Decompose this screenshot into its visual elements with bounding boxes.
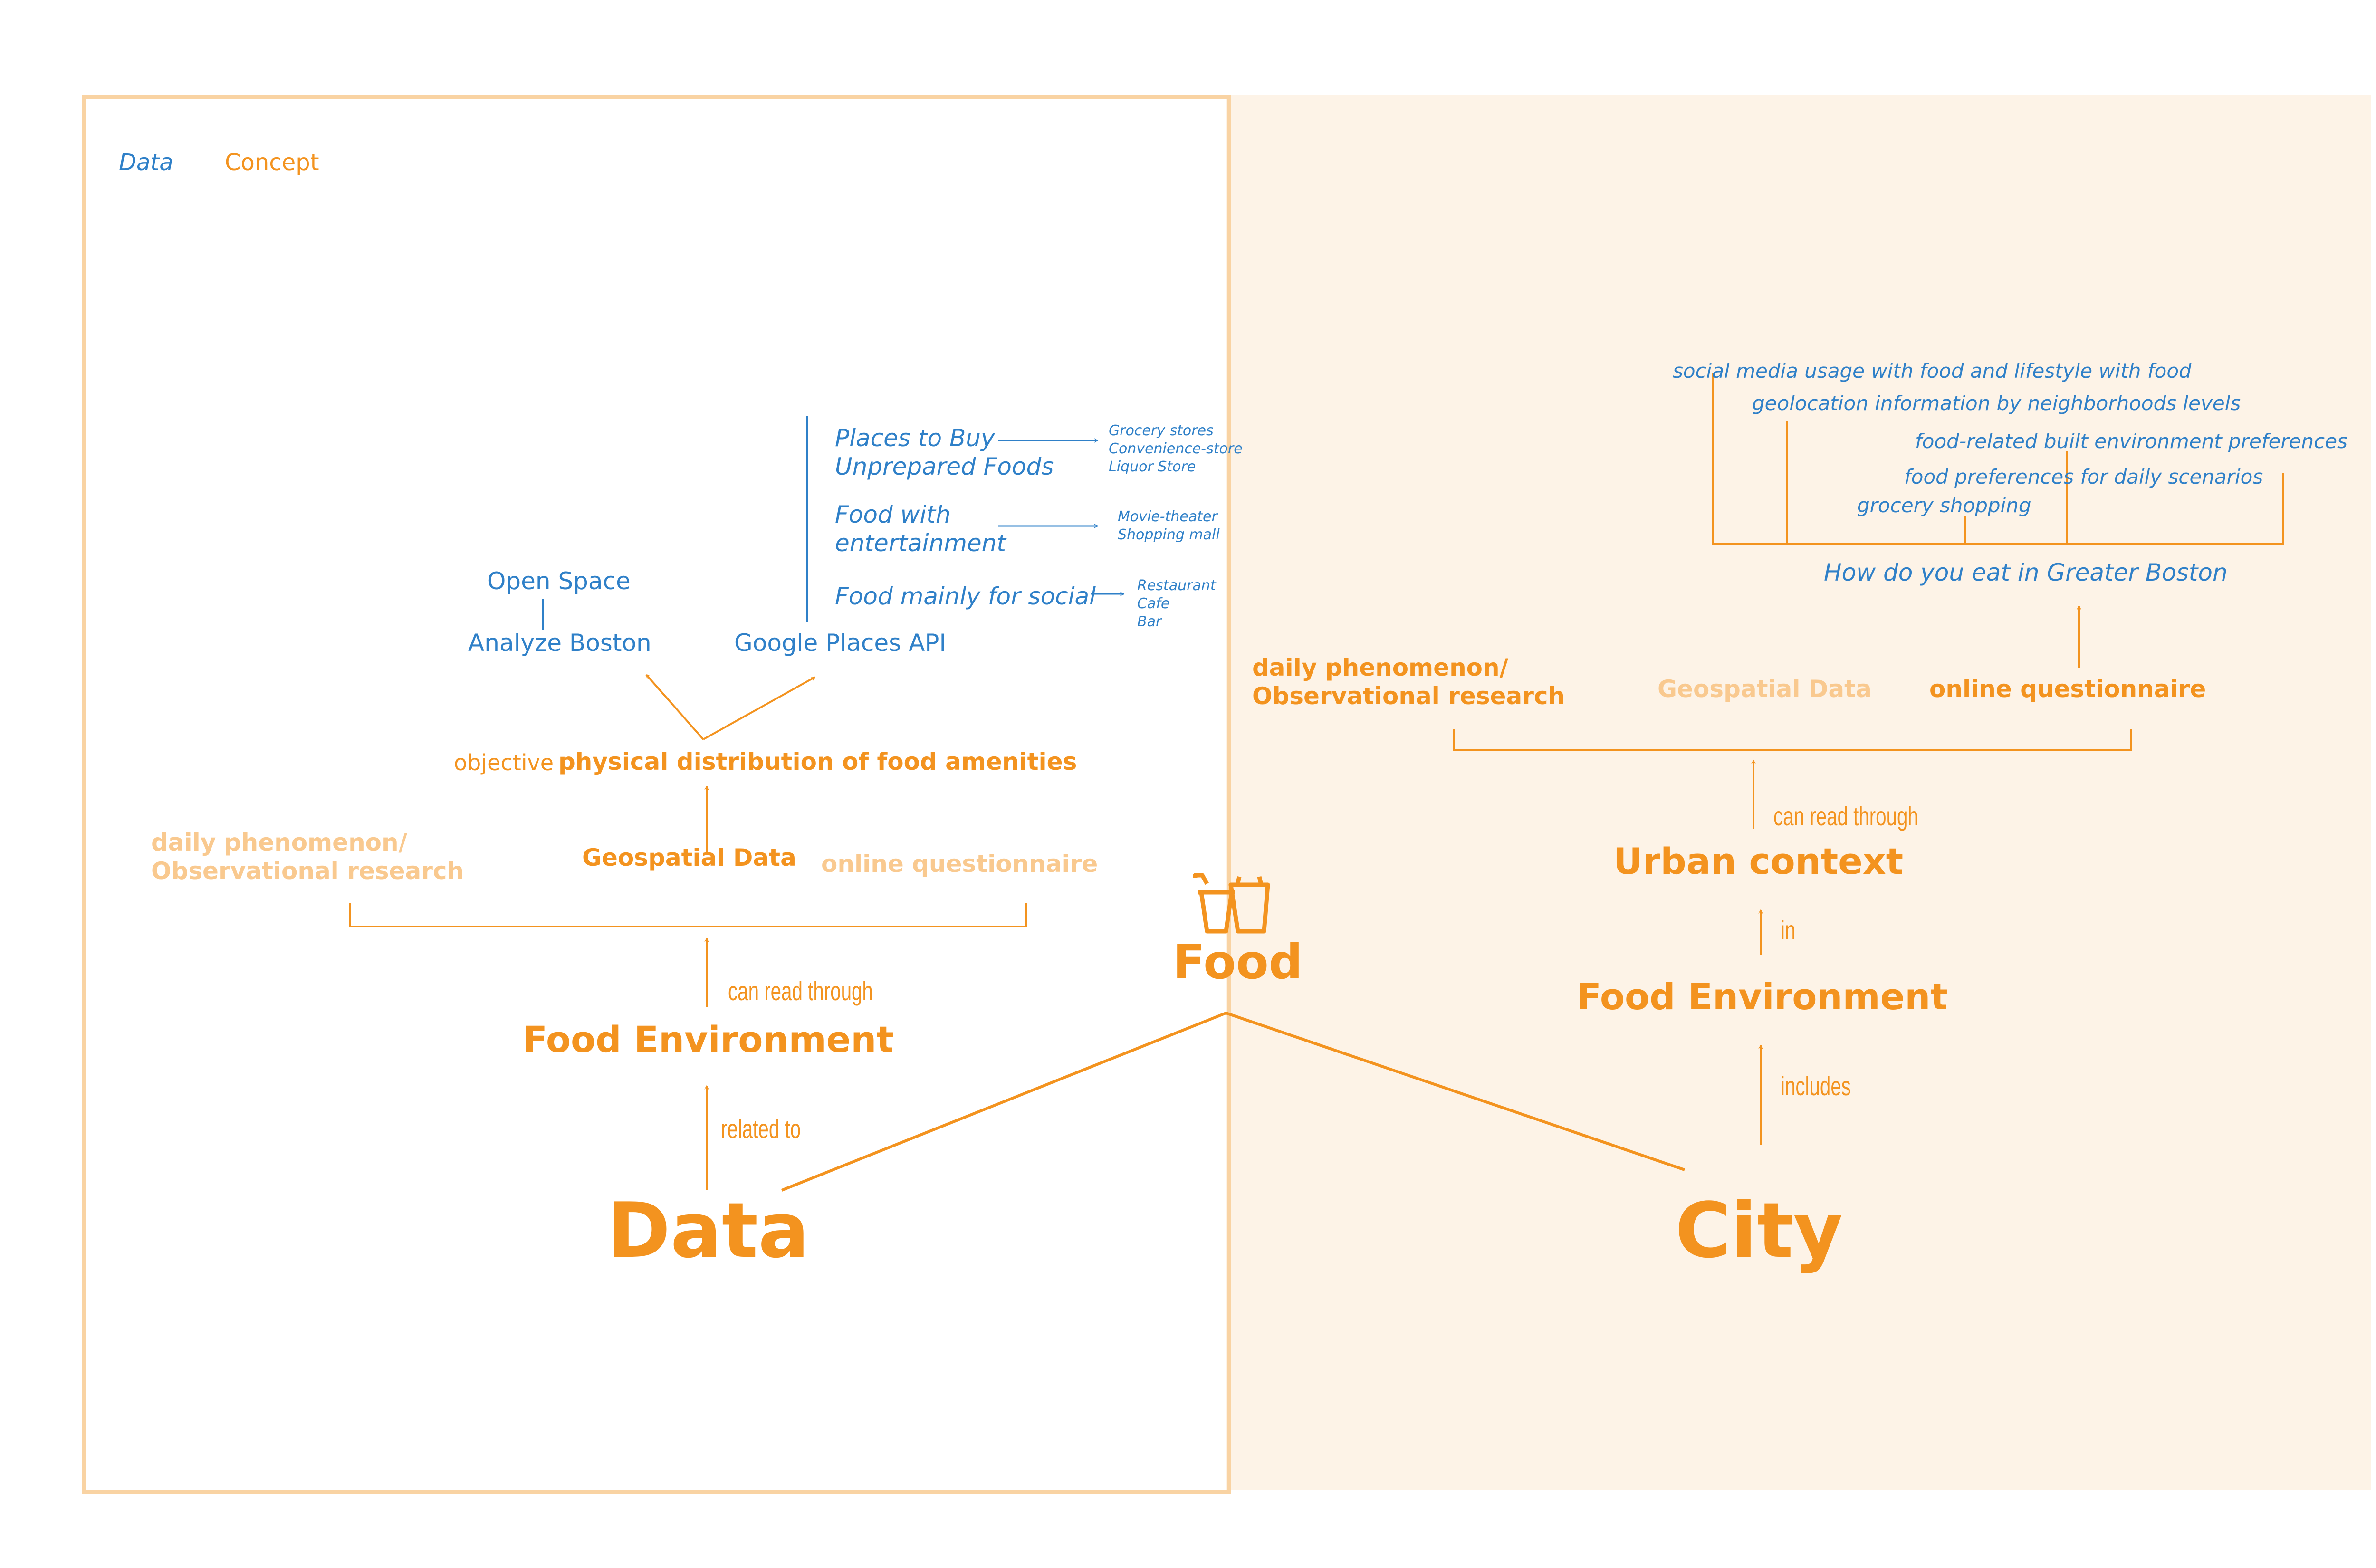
in-label: in (1781, 915, 1796, 945)
list-item: food-related built environment preferenc… (1915, 430, 2347, 453)
city-panel (1226, 95, 2371, 1490)
list-item: Bar (1137, 613, 1162, 630)
can-read-left: can read through (728, 976, 873, 1006)
data-food-line (781, 1012, 1227, 1192)
google-places-label: Google Places API (734, 629, 947, 657)
list-item: Grocery stores (1109, 422, 1214, 439)
legend-data: Data (119, 149, 173, 176)
daily-phenomenon-right-1: daily phenomenon/ (1252, 654, 1508, 681)
geospatial-right: Geospatial Data (1657, 675, 1872, 703)
list-item: food preferences for daily scenarios (1904, 465, 2263, 488)
can-read-right: can read through (1773, 801, 1918, 831)
list-item: Restaurant (1137, 577, 1216, 594)
food-environment-left: Food Environment (523, 1018, 894, 1061)
city-title: City (1675, 1186, 1843, 1275)
category-entertainment-line1: Food with (835, 501, 951, 528)
legend-concept: Concept (225, 149, 319, 176)
food-city-line (1226, 1012, 1685, 1171)
arrow-to-analyze (645, 674, 704, 740)
list-item: geolocation information by neighborhoods… (1752, 392, 2241, 415)
bracket-left (349, 903, 1027, 927)
category-unprepared-line1: Places to Buy (835, 424, 995, 452)
bracket-questions (1712, 373, 2284, 545)
data-title: Data (607, 1186, 810, 1275)
online-questionnaire-right: online questionnaire (1929, 675, 2206, 703)
data-panel (82, 95, 1231, 1494)
category-entertainment-line2: entertainment (835, 529, 1006, 557)
food-environment-right: Food Environment (1577, 975, 1948, 1018)
list-item: Convenience-store (1109, 440, 1243, 457)
analyze-boston-label: Analyze Boston (468, 629, 651, 657)
food-drinks-icon (1193, 873, 1270, 934)
food-title: Food (1173, 934, 1303, 990)
daily-phenomenon-left-2: Observational research (151, 857, 464, 885)
how-do-you-eat: How do you eat in Greater Boston (1824, 559, 2228, 586)
category-unprepared-line2: Unprepared Foods (835, 453, 1054, 480)
list-item: Movie-theater (1118, 508, 1217, 525)
category-social: Food mainly for social (835, 583, 1096, 610)
open-space-label: Open Space (487, 567, 631, 595)
list-item: Cafe (1137, 595, 1170, 612)
list-item: grocery shopping (1857, 494, 2031, 517)
objective-title: physical distribution of food amenities (558, 748, 1077, 775)
list-item: Shopping mall (1118, 526, 1220, 543)
urban-context: Urban context (1613, 840, 1904, 882)
geospatial-left: Geospatial Data (582, 844, 796, 871)
arrow-to-google (703, 676, 816, 740)
list-item: social media usage with food and lifesty… (1673, 359, 2192, 382)
objective-prefix: objective (454, 750, 554, 775)
list-item: Liquor Store (1109, 459, 1196, 475)
daily-phenomenon-left-1: daily phenomenon/ (151, 829, 407, 856)
daily-phenomenon-right-2: Observational research (1252, 682, 1565, 710)
online-questionnaire-left: online questionnaire (821, 850, 1098, 878)
related-to: related to (721, 1114, 801, 1144)
includes-label: includes (1781, 1071, 1851, 1101)
bracket-right (1453, 729, 2132, 751)
